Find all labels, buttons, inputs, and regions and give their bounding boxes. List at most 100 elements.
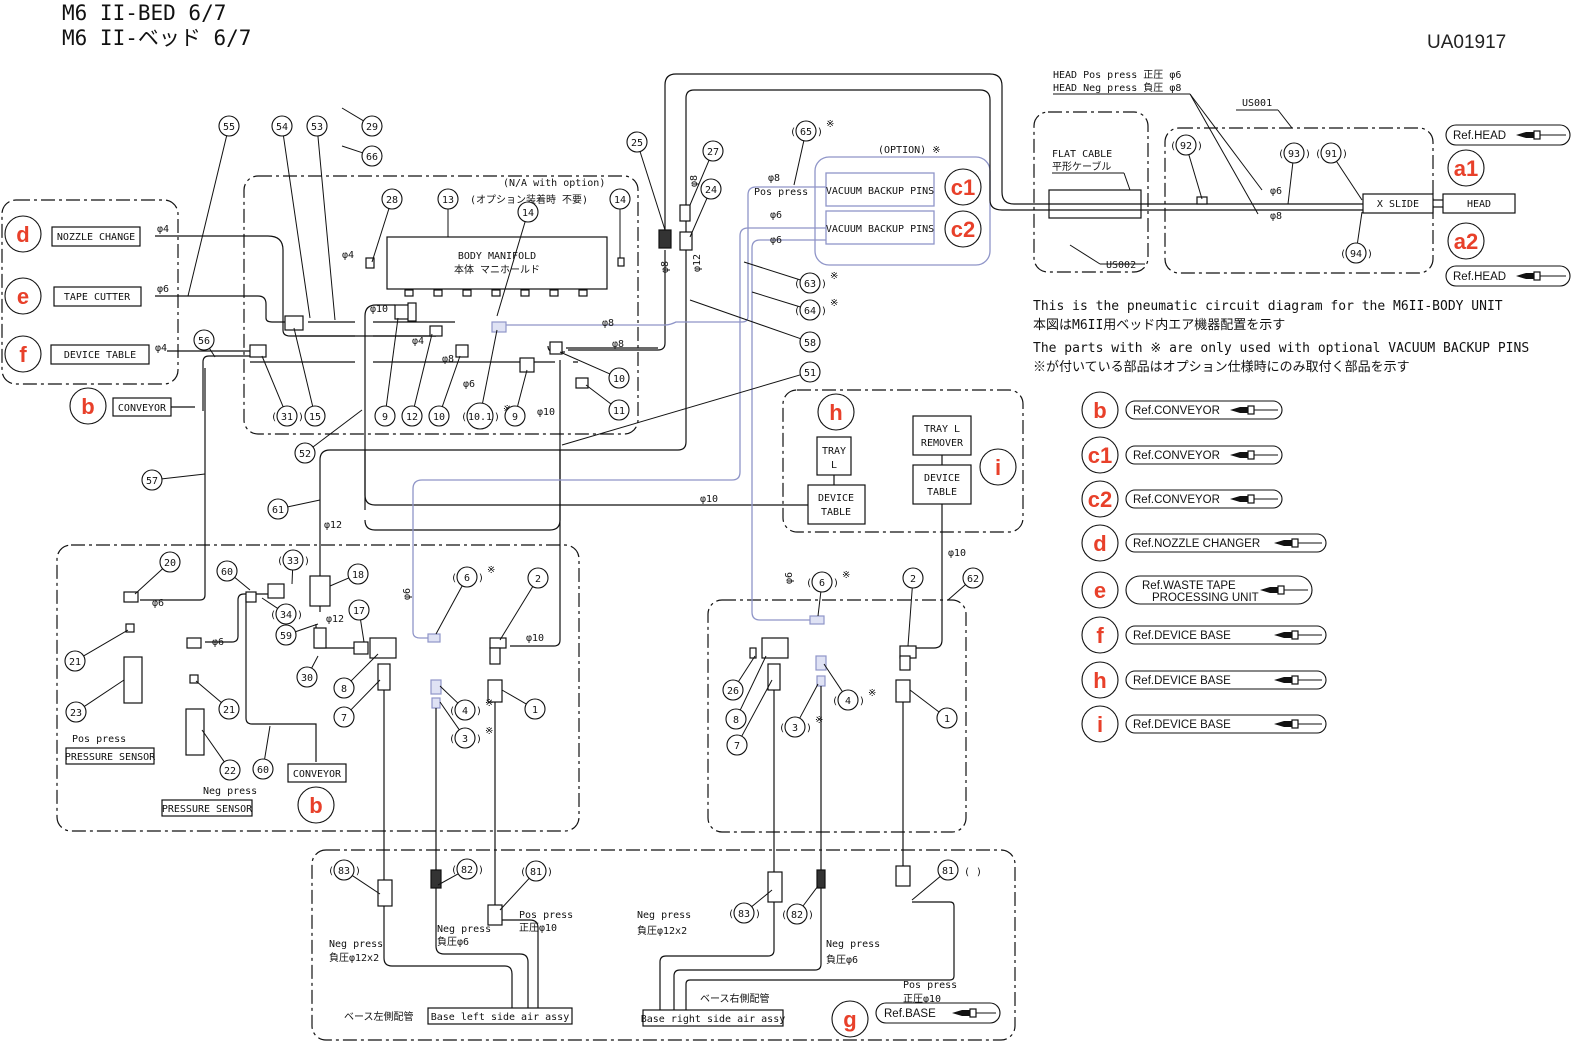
manifold-label-en: BODY MANIFOLD — [458, 251, 536, 262]
leader-line — [799, 683, 819, 719]
leader-line — [84, 679, 125, 707]
x-slide-box — [1362, 193, 1434, 214]
phi-label: φ6 — [784, 572, 795, 584]
ref-label: Ref.DEVICE BASE — [1133, 630, 1231, 642]
part-bubble: 26 — [722, 655, 756, 701]
ref-head-a2-link[interactable]: Ref.HEAD — [1445, 265, 1571, 287]
part-bubble: 24 — [689, 178, 722, 238]
leader-line — [439, 701, 460, 731]
part-bubble: 83() — [328, 859, 381, 895]
paren-left: ( — [1278, 149, 1284, 160]
part-number: 34 — [280, 610, 292, 621]
badge-i: i — [979, 448, 1017, 486]
option-mark: ※ — [485, 726, 493, 737]
vacuum-backup-pins-1 — [825, 172, 935, 207]
part-bubble: 83() — [728, 889, 773, 924]
leader-line — [371, 208, 390, 263]
part-bubble: 14 — [609, 188, 631, 258]
pressure-sensor-label: PRESSURE SENSOR — [162, 804, 253, 815]
ref-label: Ref.CONVEYOR — [1133, 450, 1220, 462]
part-bubble: 1 — [501, 689, 546, 720]
ref-pill — [1125, 400, 1283, 420]
part-bubble: 34() — [261, 597, 303, 625]
ref-label: Ref.CONVEYOR — [1133, 494, 1220, 506]
part-number: 64 — [804, 306, 816, 317]
leader-line — [282, 135, 311, 319]
part-number: 58 — [804, 338, 816, 349]
ref-head-a1-link[interactable]: Ref.HEAD — [1445, 124, 1571, 146]
leader-line — [817, 591, 822, 617]
leader-line — [689, 160, 710, 206]
badge-a1: a1 — [1447, 149, 1485, 187]
part-bubble: 14 — [496, 201, 539, 317]
tray-remover-label-2: REMOVER — [921, 438, 964, 449]
badge-letter: i — [1097, 712, 1103, 737]
paren-left: ( — [461, 412, 467, 423]
leader-line — [287, 499, 321, 508]
leader-line — [83, 629, 129, 657]
phi-label: φ6 — [212, 637, 224, 648]
ref-base-link[interactable]: Ref.BASE — [875, 1002, 1001, 1024]
group-us002 — [1033, 111, 1149, 273]
ref-label: Ref.CONVEYOR — [1133, 405, 1220, 417]
paren-81: ( ) — [964, 867, 982, 878]
leader-line — [561, 374, 801, 446]
note-line-4: ※が付いている部品はオプション仕様時にのみ取付く部品を示す — [1033, 360, 1410, 375]
group-base — [311, 849, 1016, 1041]
leader-line — [482, 329, 498, 404]
leader-line — [134, 568, 163, 595]
fittings-manifold — [249, 302, 589, 389]
ref-label: Ref.NOZZLE CHANGER — [1133, 538, 1260, 550]
flat-cable-label-jp: 平形ケーブル — [1052, 160, 1111, 173]
part-number: 20 — [164, 558, 176, 569]
part-number: 18 — [352, 570, 364, 581]
part-number: 82 — [461, 865, 473, 876]
leader-line — [823, 663, 843, 692]
part-bubble: 15 — [293, 327, 326, 427]
part-number: 9 — [382, 412, 388, 423]
paren-left: ( — [449, 706, 455, 717]
paren-left: ( — [779, 723, 785, 734]
note-line-3: The parts with ※ are only used with opti… — [1033, 341, 1529, 356]
part-number: 60 — [257, 765, 269, 776]
badge-letter: a2 — [1454, 229, 1478, 254]
badge-c2: c2 — [944, 210, 982, 248]
pressure-sensor-box-1 — [65, 747, 155, 765]
paren-left: ( — [449, 734, 455, 745]
leader-line — [295, 623, 319, 633]
part-number: 14 — [614, 195, 626, 206]
group-left-refs — [1, 199, 179, 385]
part-number: 91 — [1325, 149, 1337, 160]
paren-left: ( — [328, 866, 334, 877]
part-number: 17 — [353, 606, 365, 617]
neg-press-label: Neg press — [637, 910, 691, 921]
phi-label: φ12 — [692, 254, 703, 272]
leader-line — [909, 689, 940, 713]
option-mark: ※ — [830, 271, 838, 282]
note-line-2: 本図はM6II用ベッド内エア機器配置を示す — [1033, 317, 1285, 333]
part-bubble: 6()※ — [435, 565, 495, 635]
paren-right: ) — [821, 306, 827, 317]
option-mark: ※ — [485, 698, 493, 709]
phi-label: φ4 — [157, 224, 169, 235]
paren-right: ) — [476, 706, 482, 717]
ref-pill — [1125, 670, 1327, 690]
part-number: 25 — [631, 138, 643, 149]
leader-line — [413, 333, 433, 407]
phi-label: φ10 — [537, 407, 555, 418]
paren-left: ( — [520, 867, 526, 878]
phi-label: φ6 — [770, 210, 782, 221]
leader-line — [585, 384, 612, 405]
ref-pill — [1125, 575, 1313, 605]
leader-line — [435, 585, 463, 635]
badge-f: f — [4, 335, 42, 373]
fitting-7b — [767, 663, 781, 691]
